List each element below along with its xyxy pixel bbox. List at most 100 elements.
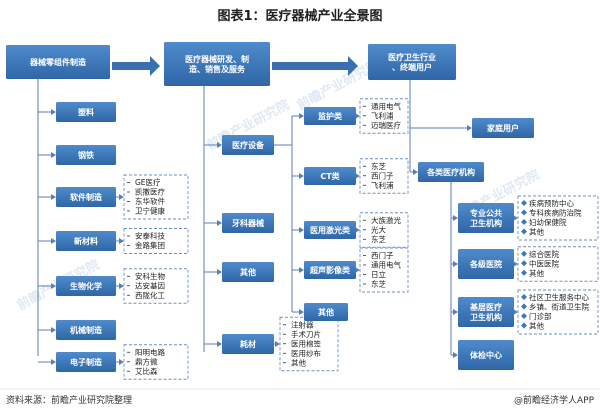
equipment-company-list-item: 大族激光 [371,215,401,225]
midstream-category-box-label: 其他 [240,267,256,277]
institution-group-box-label: 卫生机构 [470,312,502,322]
upstream-company-list-item: 达安基因 [135,280,165,290]
upstream-header-box-label: 器械零组件制造 [29,57,86,67]
connector-arrowhead [299,309,304,315]
connector-arrowhead [467,125,472,131]
equipment-type-box [304,261,356,279]
connector-arrowhead [355,173,360,179]
equipment-company-list-item: 日立 [371,269,386,279]
upstream-header-box [6,45,110,79]
diamond-bullet-icon [521,219,527,225]
upstream-item-box-label: 钢铁 [78,150,94,160]
connector-arrowhead [453,261,458,267]
institution-group-box-label: 基层医疗 [469,302,502,312]
connector-arrowhead [119,194,124,200]
diamond-bullet-icon [521,313,527,319]
connector-arrowhead [51,327,56,333]
institution-list-item: 其他 [529,321,544,331]
upstream-company-list-item: 艾比森 [135,366,158,376]
upstream-company-list-item: 安泰科技 [135,231,165,241]
institution-list-item: 中医医院 [529,258,559,268]
node-layer: 器械零组件制造塑料钢铁软件制造GE医疗凯撒医疗东华软件卫宁健康新材料安泰科技金路… [6,42,599,380]
upstream-item-box-label: 软件制造 [70,192,102,202]
equipment-company-list [359,212,409,248]
equipment-company-list [359,158,409,194]
connector-layer [37,79,518,365]
diamond-bullet-icon [521,260,527,267]
equipment-type-box-label: 超声影像类 [309,265,350,275]
connector-arrowhead [299,173,304,179]
connector-arrowhead [453,215,458,221]
connector-arrowhead [217,220,222,226]
upstream-company-list-item: GE医疗 [135,177,161,187]
upstream-company-list-item: 东华软件 [135,196,165,206]
equipment-type-box [304,107,356,125]
midstream-category-box-label: 牙科器械 [232,218,264,228]
connector-arrowhead [355,267,360,273]
equipment-company-list-item: 西门子 [371,171,394,180]
midstream-category-box [222,262,274,282]
page-title: 图表1：医疗器械产业全景图 [217,8,382,24]
institution-group-box-label: 体检中心 [470,350,502,360]
upstream-item-box [56,276,116,296]
institution-list-item: 其他 [529,268,544,278]
midstream-category-box [222,135,274,155]
connector-arrowhead [275,341,280,347]
upstream-company-list-item: 安科生物 [135,271,165,281]
institutions-box [418,162,484,182]
equipment-type-box-label: 其他 [318,307,334,317]
connector-arrowhead [217,269,222,275]
connector-arrowhead [513,215,518,221]
diamond-bullet-icon [521,228,527,235]
connector-arrowhead [51,194,56,200]
upstream-company-list-item: 凯撒医疗 [135,187,165,197]
connector-arrowhead [217,142,222,148]
diamond-bullet-icon [521,294,527,300]
upstream-company-list-item: 鼎方微 [135,356,158,366]
institution-group-box [458,297,514,327]
upstream-item-box-label: 机械制造 [70,325,102,335]
connector-arrowhead [513,309,518,315]
institutions-box-label: 各类医疗机构 [426,167,475,177]
upstream-item-box [56,145,116,165]
connector-arrowhead [513,261,518,267]
institution-list-item: 社区卫生服务中心 [529,292,589,302]
midstream-category-box-label: 耗材 [240,339,256,349]
upstream-item-box [56,231,116,251]
upstream-company-list-item: 卫宁健康 [135,206,165,216]
upstream-item-box-label: 电子制造 [70,357,102,367]
institution-list [517,246,599,282]
connector-arrowhead [119,238,124,244]
upstream-item-box-label: 生物化学 [70,281,102,291]
consumables-list-item: 手术刀片 [291,329,321,339]
upstream-item-box [56,187,116,207]
connector-arrowhead [51,238,56,244]
equipment-company-list-item: 通用电气 [371,260,401,270]
institution-group-box-label: 各级医院 [469,259,502,269]
consumables-list-item: 医用纱布 [291,348,321,358]
midstream-category-box [222,334,274,354]
equipment-company-list [359,247,409,293]
equipment-company-list-item: 飞利浦 [371,110,394,120]
equipment-type-box [304,303,348,321]
diamond-bullet-icon [521,209,527,216]
institution-list-item: 妇幼保健院 [529,217,567,227]
connector-arrowhead [217,341,222,347]
institution-list [517,289,599,335]
institution-group-box [458,203,514,233]
diamond-bullet-icon [521,303,527,310]
equipment-company-list-item: 光大 [371,224,386,234]
institution-list-item: 综合医院 [529,249,559,259]
connector-arrowhead [119,359,124,365]
connector-arrowhead [51,283,56,289]
household-box-label: 家庭用户 [487,123,519,133]
institution-group-box [458,249,514,279]
institution-list-item: 专科疾病防治院 [529,208,582,218]
consumables-list-item: 医用棉签 [291,338,321,348]
equipment-company-list-item: 东芝 [371,234,386,244]
institution-list [517,195,599,241]
institution-list-item: 门诊部 [529,311,552,321]
diamond-bullet-icon [521,200,527,206]
institution-list-item: 乡镇、街道卫生院 [529,302,589,312]
